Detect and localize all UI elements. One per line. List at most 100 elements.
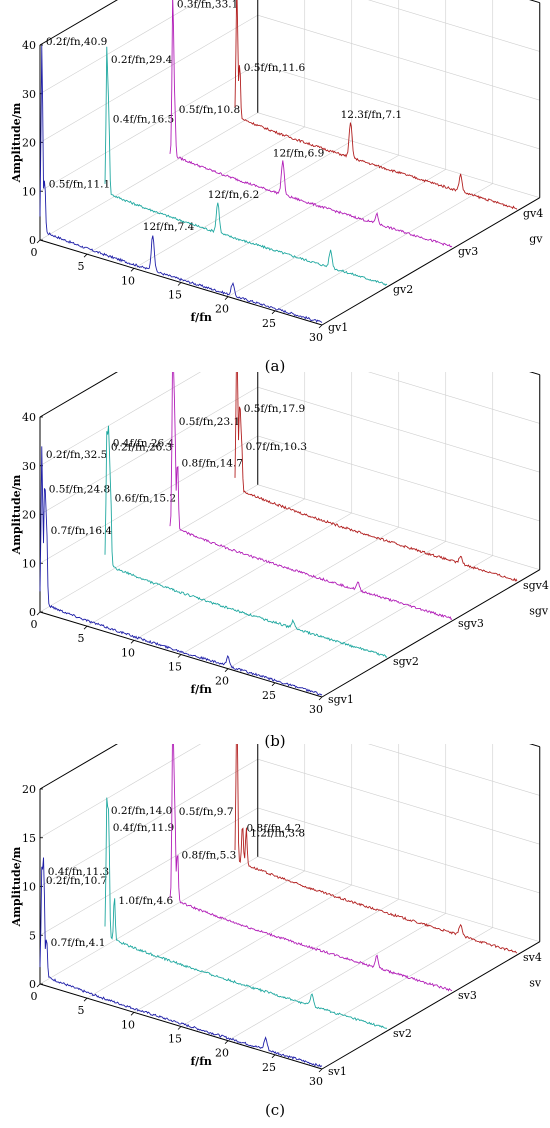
x-tick-label: 5 [78, 260, 85, 273]
series-line [234, 372, 518, 582]
peak-annotation: 0.2f/fn,29.4 [111, 54, 173, 66]
x-tick [36, 611, 41, 616]
y-tick-label: 20 [22, 509, 36, 522]
peak-annotation: 0.5f/fn,17.9 [244, 403, 306, 415]
panel-frame [39, 372, 541, 698]
peak-annotation: 12f/fn,6.2 [208, 189, 259, 201]
grid-line [39, 856, 258, 985]
peak-annotation: 0.5f/fn,23.1 [179, 416, 241, 428]
peak-annotation: 0.5f/fn,10.8 [179, 104, 241, 116]
x-tick [36, 983, 41, 988]
x-tick-label: 25 [262, 1061, 276, 1074]
x-tick [318, 324, 323, 329]
grid-line [368, 372, 540, 424]
series-label: sgv1 [328, 693, 354, 706]
series-label: sgv4 [523, 579, 549, 592]
y-tick-label: 30 [22, 460, 36, 473]
peak-annotation: 0.8f/fn,4.2 [247, 822, 302, 834]
series-line [39, 45, 323, 323]
panel-grid [39, 372, 541, 698]
y-tick-label: 15 [22, 832, 36, 845]
x-tick-label: 10 [121, 274, 135, 287]
grid-line [39, 386, 258, 515]
x-tick-label: 15 [168, 661, 182, 674]
x-tick-label: 0 [31, 246, 38, 259]
z-axis-line [321, 941, 541, 1070]
x-tick-label: 10 [121, 646, 135, 659]
peak-annotation: 0.5f/fn,11.6 [244, 62, 306, 74]
x-tick [318, 696, 323, 701]
y-axis-label: Amplitude/m [10, 846, 23, 927]
panel-a-chart: 051015202530f/fn010203040Amplitude/mgv0.… [10, 0, 543, 344]
series-gv2: 0.2f/fn,29.4 0.4f/fn,16.5 12f/fn,6.2 gv2 [104, 46, 413, 296]
peak-annotation: 0.4f/fn,11.9 [113, 822, 175, 834]
x-tick [224, 1040, 229, 1044]
grid-line [39, 112, 258, 241]
y-tick-label: 10 [22, 881, 36, 894]
top-left-edge [39, 372, 118, 418]
z-axis-label: sv [529, 976, 542, 989]
peak-annotation: 0.4f/fn,26.4 [113, 437, 175, 449]
x-tick [36, 239, 41, 244]
y-tick-label: 40 [22, 39, 36, 52]
panel-frame [39, 0, 541, 326]
grid-line [274, 183, 493, 312]
series-label: gv2 [393, 283, 413, 296]
x-tick-label: 5 [78, 632, 85, 645]
panel-b-caption: (b) [264, 732, 286, 750]
grid-line [227, 541, 446, 669]
peak-annotation: 0.4f/fn,16.5 [113, 114, 175, 126]
z-axis-label: sgv [529, 604, 549, 617]
grid-line [180, 898, 399, 1027]
x-tick-label: 10 [121, 1018, 135, 1031]
grid-line [39, 372, 118, 418]
grid-line [133, 884, 352, 1013]
grid-line [180, 154, 399, 283]
series-label: gv3 [458, 245, 478, 258]
peak-annotation: 0.7f/fn,4.1 [51, 937, 106, 949]
grid-line [257, 386, 540, 473]
peak-annotation: 0.2f/fn,40.9 [46, 36, 108, 48]
series-line [39, 857, 323, 1068]
panel-grid [39, 0, 541, 326]
x-tick-label: 25 [262, 689, 276, 702]
x-tick [83, 253, 88, 258]
grid-line [39, 372, 201, 467]
peak-annotation: 0.5f/fn,11.1 [49, 178, 110, 190]
x-tick [177, 1026, 182, 1030]
y-tick-label: 10 [22, 557, 36, 570]
grid-line [257, 435, 540, 522]
peak-annotation: 0.6f/fn,15.2 [115, 493, 177, 505]
y-axis-label: Amplitude/m [10, 474, 23, 555]
y-tick-label: 20 [22, 137, 36, 150]
top-left-edge [39, 0, 118, 46]
x-tick [130, 640, 135, 644]
x-tick [177, 282, 182, 286]
x-tick [224, 668, 229, 672]
grid-line [39, 744, 201, 839]
y-tick-label: 30 [22, 88, 36, 101]
series-label: gv1 [328, 321, 348, 334]
peak-annotation: 0.8f/fn,5.3 [182, 850, 237, 862]
series-label: sv4 [523, 951, 542, 964]
grid-line [133, 140, 352, 269]
x-tick [177, 654, 182, 658]
x-axis-label: f/fn [190, 311, 211, 324]
grid-line [86, 126, 305, 255]
panel-b-chart: 051015202530f/fn010203040Amplitude/msgv0… [10, 372, 549, 716]
x-tick-label: 15 [168, 289, 182, 302]
peak-annotation: 0.7f/fn,10.3 [246, 441, 308, 453]
x-tick [224, 296, 229, 300]
grid-line [133, 512, 352, 641]
series-label: sgv3 [458, 617, 484, 630]
x-tick-label: 30 [309, 1075, 323, 1088]
series-label: sv1 [328, 1065, 347, 1078]
x-tick-label: 30 [309, 703, 323, 716]
